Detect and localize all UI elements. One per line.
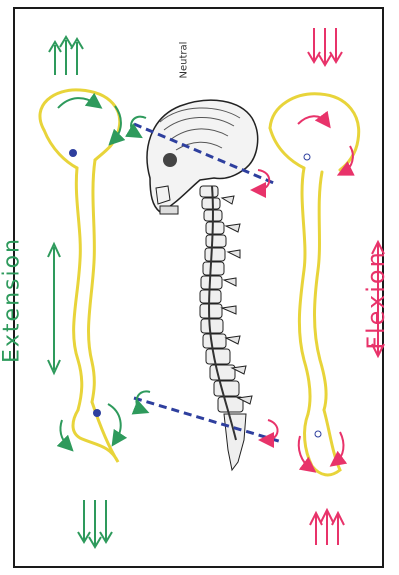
extension-cervical-axis-dot-icon bbox=[69, 149, 77, 157]
extension-spine-outline bbox=[40, 90, 120, 462]
flexion-sacral-axis-dot-icon bbox=[315, 431, 321, 437]
extension-bottom-arrows-icon bbox=[78, 500, 112, 547]
extension-sacral-axis-dot-icon bbox=[93, 409, 101, 417]
extension-range-arrow-icon bbox=[48, 244, 60, 373]
flexion-label: Flexion bbox=[362, 240, 390, 360]
extension-label: Extension bbox=[0, 230, 25, 370]
neutral-skeleton-icon bbox=[147, 100, 258, 470]
extension-top-arrows-icon bbox=[49, 37, 83, 75]
neutral-label: Neutral bbox=[179, 30, 190, 90]
flexion-spine-outline bbox=[270, 94, 359, 475]
flexion-cervical-axis-dot-icon bbox=[304, 154, 310, 160]
flexion-top-arrows-icon bbox=[308, 28, 342, 65]
extension-diagram bbox=[40, 37, 121, 547]
flexion-bottom-arrows-icon bbox=[310, 510, 344, 545]
